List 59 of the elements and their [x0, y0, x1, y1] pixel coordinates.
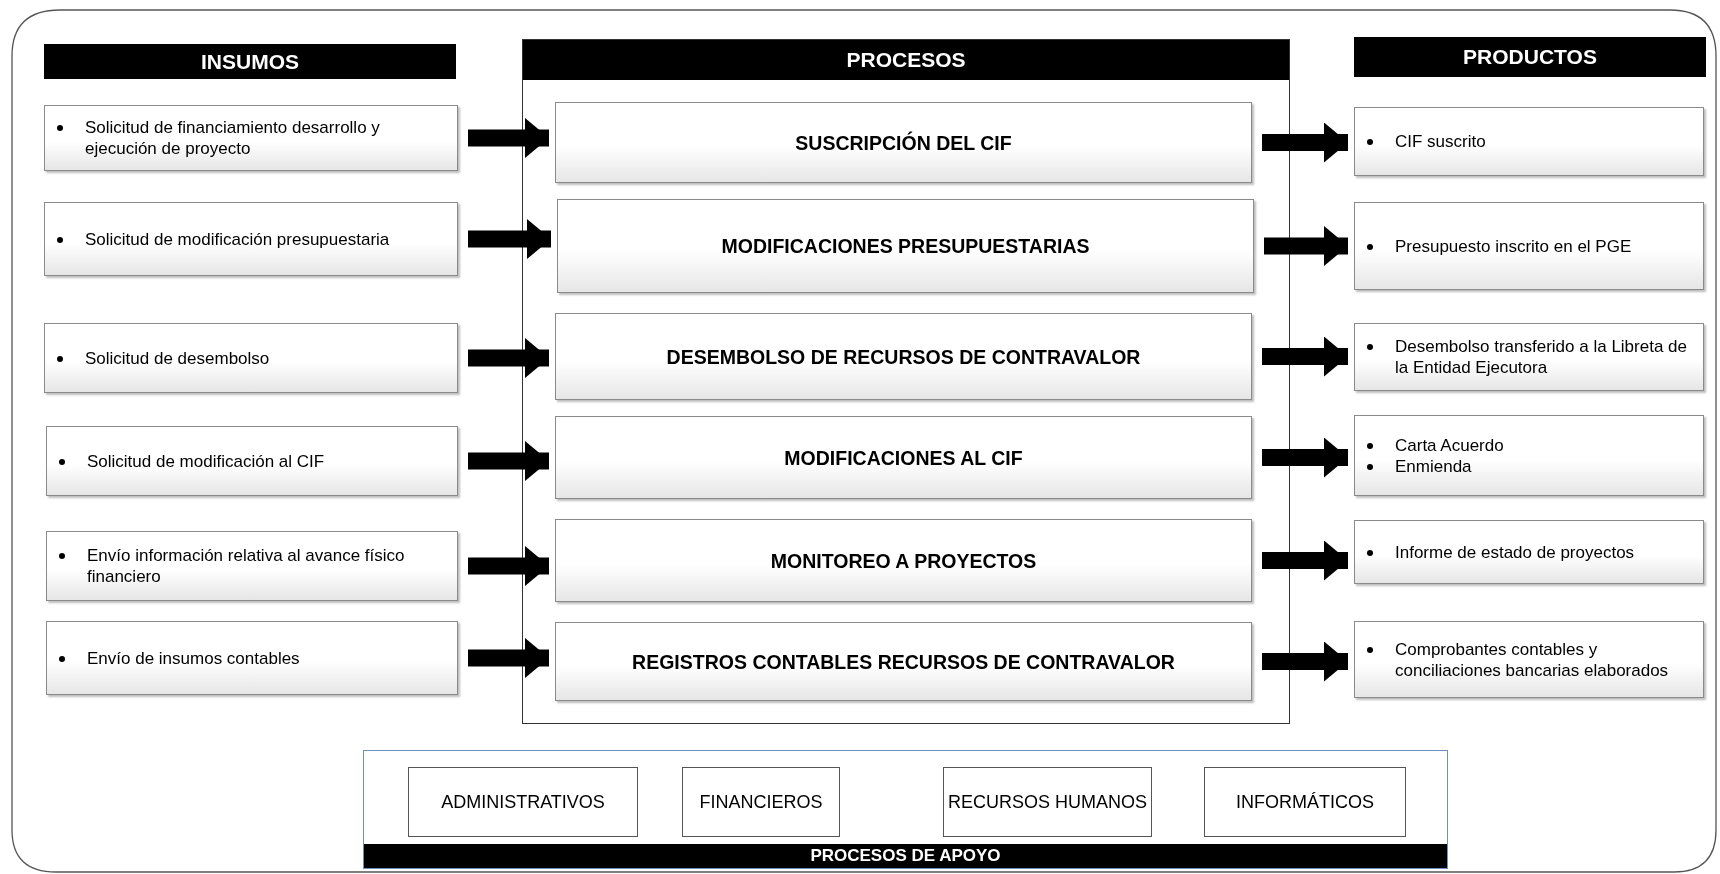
support-box: INFORMÁTICOS — [1204, 767, 1406, 837]
panel-header: PROCESOS — [523, 40, 1289, 80]
block-arrow — [1262, 122, 1348, 163]
process-title: REGISTROS CONTABLES RECURSOS DE CONTRAVALOR — [631, 649, 1176, 674]
process-title: DESEMBOLSO DE RECURSOS DE CONTRAVALOR — [665, 344, 1142, 369]
bullet-item: CIF suscrito — [1355, 131, 1703, 152]
support-panel — [363, 750, 1448, 869]
process-box — [555, 313, 1252, 400]
bullet-item: Solicitud de desembolso — [45, 347, 457, 369]
bullet-item: Envío información relativa al avance físico financiero — [47, 545, 457, 587]
input-box — [44, 323, 458, 393]
block-arrow — [1264, 226, 1348, 266]
process-title: MODIFICACIONES PRESUPUESTARIAS — [720, 234, 1091, 258]
block-arrow — [1262, 540, 1348, 581]
support-box: RECURSOS HUMANOS — [943, 767, 1152, 837]
bullet-item: Desembolso transferido a la Libreta de la Entidad Ejecutora — [1355, 336, 1703, 378]
block-arrow — [468, 118, 549, 158]
bullet-item: Comprobantes contables y conciliaciones bancarias elaborados — [1355, 638, 1703, 681]
block-arrow — [468, 338, 549, 378]
block-arrow — [1262, 641, 1348, 682]
output-box — [1354, 107, 1704, 176]
bullet-item: Carta Acuerdo — [1355, 434, 1703, 456]
column-header: PRODUCTOS — [1354, 37, 1706, 77]
bullet-item: Solicitud de financiamiento desarrollo y ejecución de proyecto — [45, 117, 457, 159]
output-box — [1354, 415, 1704, 496]
output-box — [1354, 621, 1704, 698]
support-box: ADMINISTRATIVOS — [408, 767, 638, 837]
block-arrow — [1262, 336, 1348, 377]
output-box — [1354, 520, 1704, 584]
process-panel — [522, 39, 1290, 724]
column-header: INSUMOS — [44, 44, 456, 79]
support-box: FINANCIEROS — [682, 767, 840, 837]
bullet-item: Solicitud de modificación al CIF — [47, 450, 457, 472]
process-box — [555, 622, 1252, 701]
block-arrow — [468, 546, 549, 586]
bullet-item: Presupuesto inscrito en el PGE — [1355, 235, 1703, 257]
input-box — [46, 531, 458, 601]
process-title: SUSCRIPCIÓN DEL CIF — [794, 130, 1013, 155]
block-arrow — [468, 638, 549, 678]
input-box — [46, 426, 458, 496]
bullet-item: Informe de estado de proyectos — [1355, 541, 1703, 563]
output-box — [1354, 323, 1704, 391]
panel-header: PROCESOS DE APOYO — [364, 844, 1447, 868]
process-box — [555, 416, 1252, 499]
process-title: MODIFICACIONES AL CIF — [783, 445, 1024, 470]
block-arrow — [468, 219, 551, 259]
block-arrow — [468, 441, 549, 481]
bullet-item: Solicitud de modificación presupuestaria — [45, 228, 457, 250]
process-box — [555, 519, 1252, 602]
input-box — [44, 105, 458, 171]
input-box — [46, 621, 458, 695]
process-title: MONITOREO A PROYECTOS — [769, 548, 1038, 573]
input-box — [44, 202, 458, 276]
bullet-item: Enmienda — [1355, 455, 1703, 477]
process-box — [555, 102, 1252, 183]
bullet-item: Envío de insumos contables — [47, 647, 457, 669]
process-box — [557, 199, 1254, 293]
block-arrow — [1262, 437, 1348, 478]
output-box — [1354, 202, 1704, 290]
